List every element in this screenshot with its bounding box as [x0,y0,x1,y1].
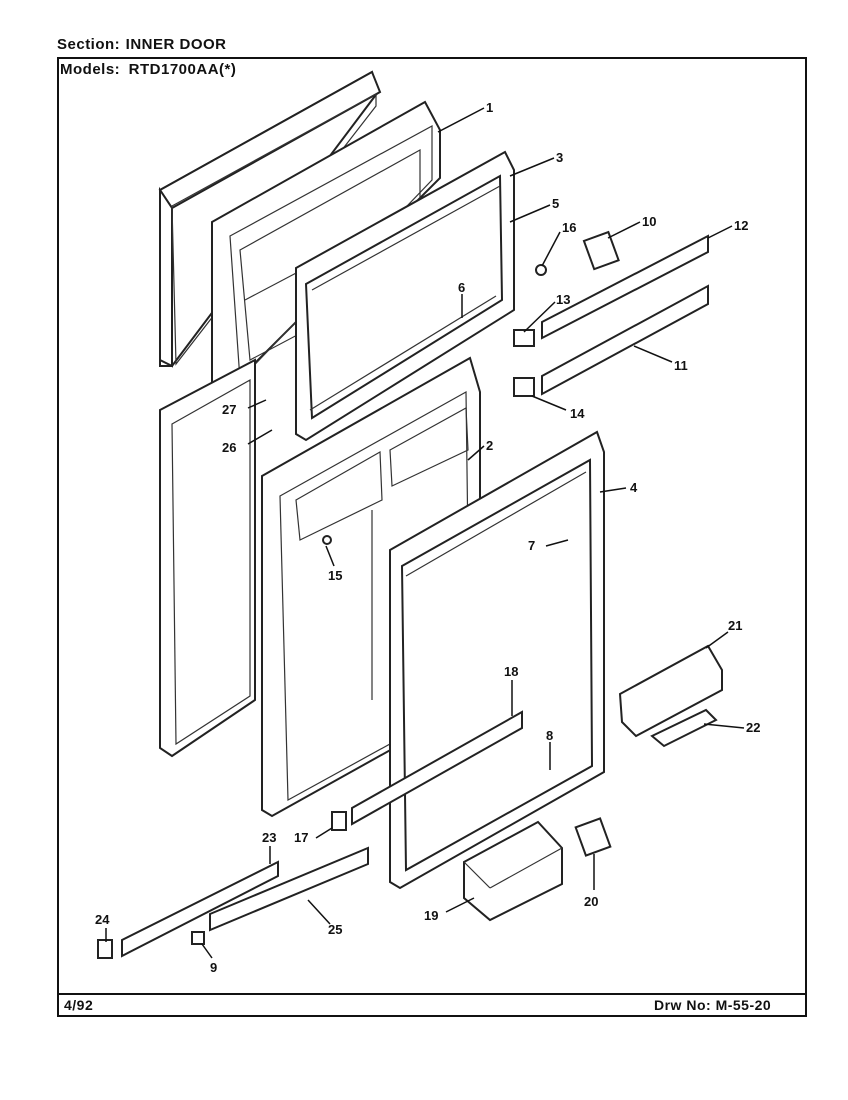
part-number-26: 26 [222,440,236,455]
part-number-20: 20 [584,894,598,909]
part-number-24: 24 [95,912,110,927]
drawing-number-value: M-55-20 [715,997,772,1013]
drawing-number-label: Drw No: [654,997,712,1013]
models-value: RTD1700AA(*) [128,61,237,78]
part-number-14: 14 [570,406,585,421]
part-number-22: 22 [746,720,760,735]
part-number-19: 19 [424,908,438,923]
small-parts [97,230,620,959]
part-number-25: 25 [328,922,342,937]
upper-gasket-frame [295,150,515,442]
footer-drawing-number: Drw No: M-55-20 [654,997,771,1013]
part-number-13: 13 [556,292,570,307]
part-number-21: 21 [728,618,742,633]
shelf-strips-upper [541,234,709,396]
lower-outer-door-panel [159,358,256,758]
section-value: INNER DOOR [125,36,227,53]
part-number-18: 18 [504,664,518,679]
part-number-16: 16 [562,220,576,235]
egg-bin [463,820,563,922]
part-number-10: 10 [642,214,656,229]
part-number-5: 5 [552,196,559,211]
models-line: Models: RTD1700AA(*) [60,61,236,78]
dairy-cover [618,644,723,748]
drawing-frame [57,57,807,1017]
section-label: Section: [57,36,121,53]
section-line: Section: INNER DOOR [57,36,227,53]
part-number-7: 7 [528,538,535,553]
part-number-27: 27 [222,402,236,417]
part-number-3: 3 [556,150,563,165]
part-number-1: 1 [486,100,493,115]
part-number-labels: 1 2 3 4 5 6 7 8 9 10 11 12 13 14 15 16 1… [95,100,760,975]
part-number-17: 17 [294,830,308,845]
part-number-6: 6 [458,280,465,295]
part-number-9: 9 [210,960,217,975]
footer-date: 4/92 [64,997,94,1013]
part-number-2: 2 [486,438,493,453]
models-label: Models: [60,61,121,78]
part-number-11: 11 [674,358,688,373]
part-number-4: 4 [630,480,638,495]
leader-lines [105,107,745,959]
shelf-strips-lower [121,710,523,958]
part-number-12: 12 [734,218,748,233]
part-number-8: 8 [546,728,553,743]
footer-divider [57,993,807,995]
part-number-15: 15 [328,568,342,583]
part-number-23: 23 [262,830,276,845]
